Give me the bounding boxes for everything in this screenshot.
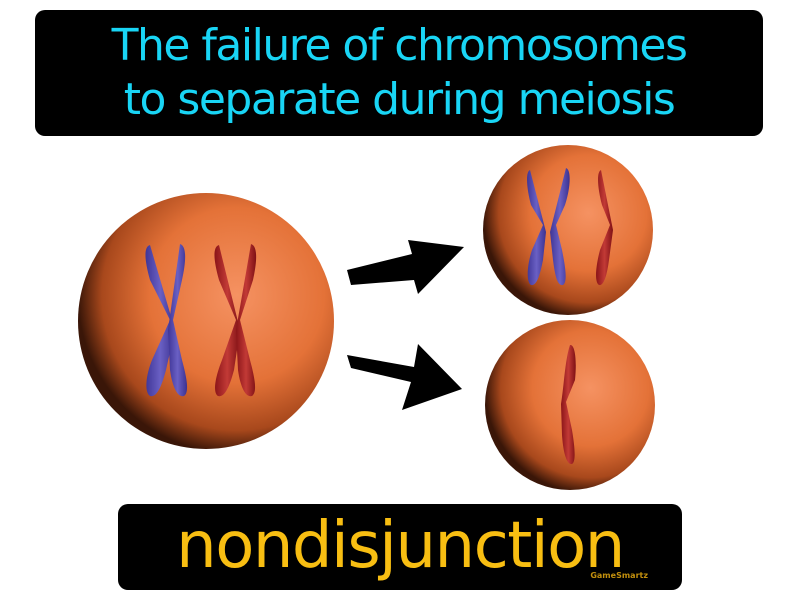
red-chromosome-single-bottom: [561, 344, 576, 465]
term-box: nondisjunction GameSmartz: [118, 504, 682, 590]
definition-box: The failure of chromosomes to separate d…: [35, 10, 763, 136]
daughter-cell-top: [483, 145, 653, 315]
arrow-to-bottom-cell: [347, 344, 462, 410]
term-title: nondisjunction: [176, 509, 625, 583]
daughter-cell-bottom: [485, 320, 655, 490]
blue-chromosome-pair: [145, 244, 188, 397]
credit-label: GameSmartz: [590, 571, 648, 580]
definition-line-2: to separate during meiosis: [123, 74, 676, 125]
blue-chromosome-pair-top: [527, 168, 570, 286]
arrow-to-top-cell: [347, 240, 464, 294]
red-chromosome-single-top: [596, 170, 613, 286]
parent-cell: [78, 193, 334, 449]
red-chromosome-pair: [214, 244, 257, 397]
definition-line-1: The failure of chromosomes: [111, 20, 688, 71]
